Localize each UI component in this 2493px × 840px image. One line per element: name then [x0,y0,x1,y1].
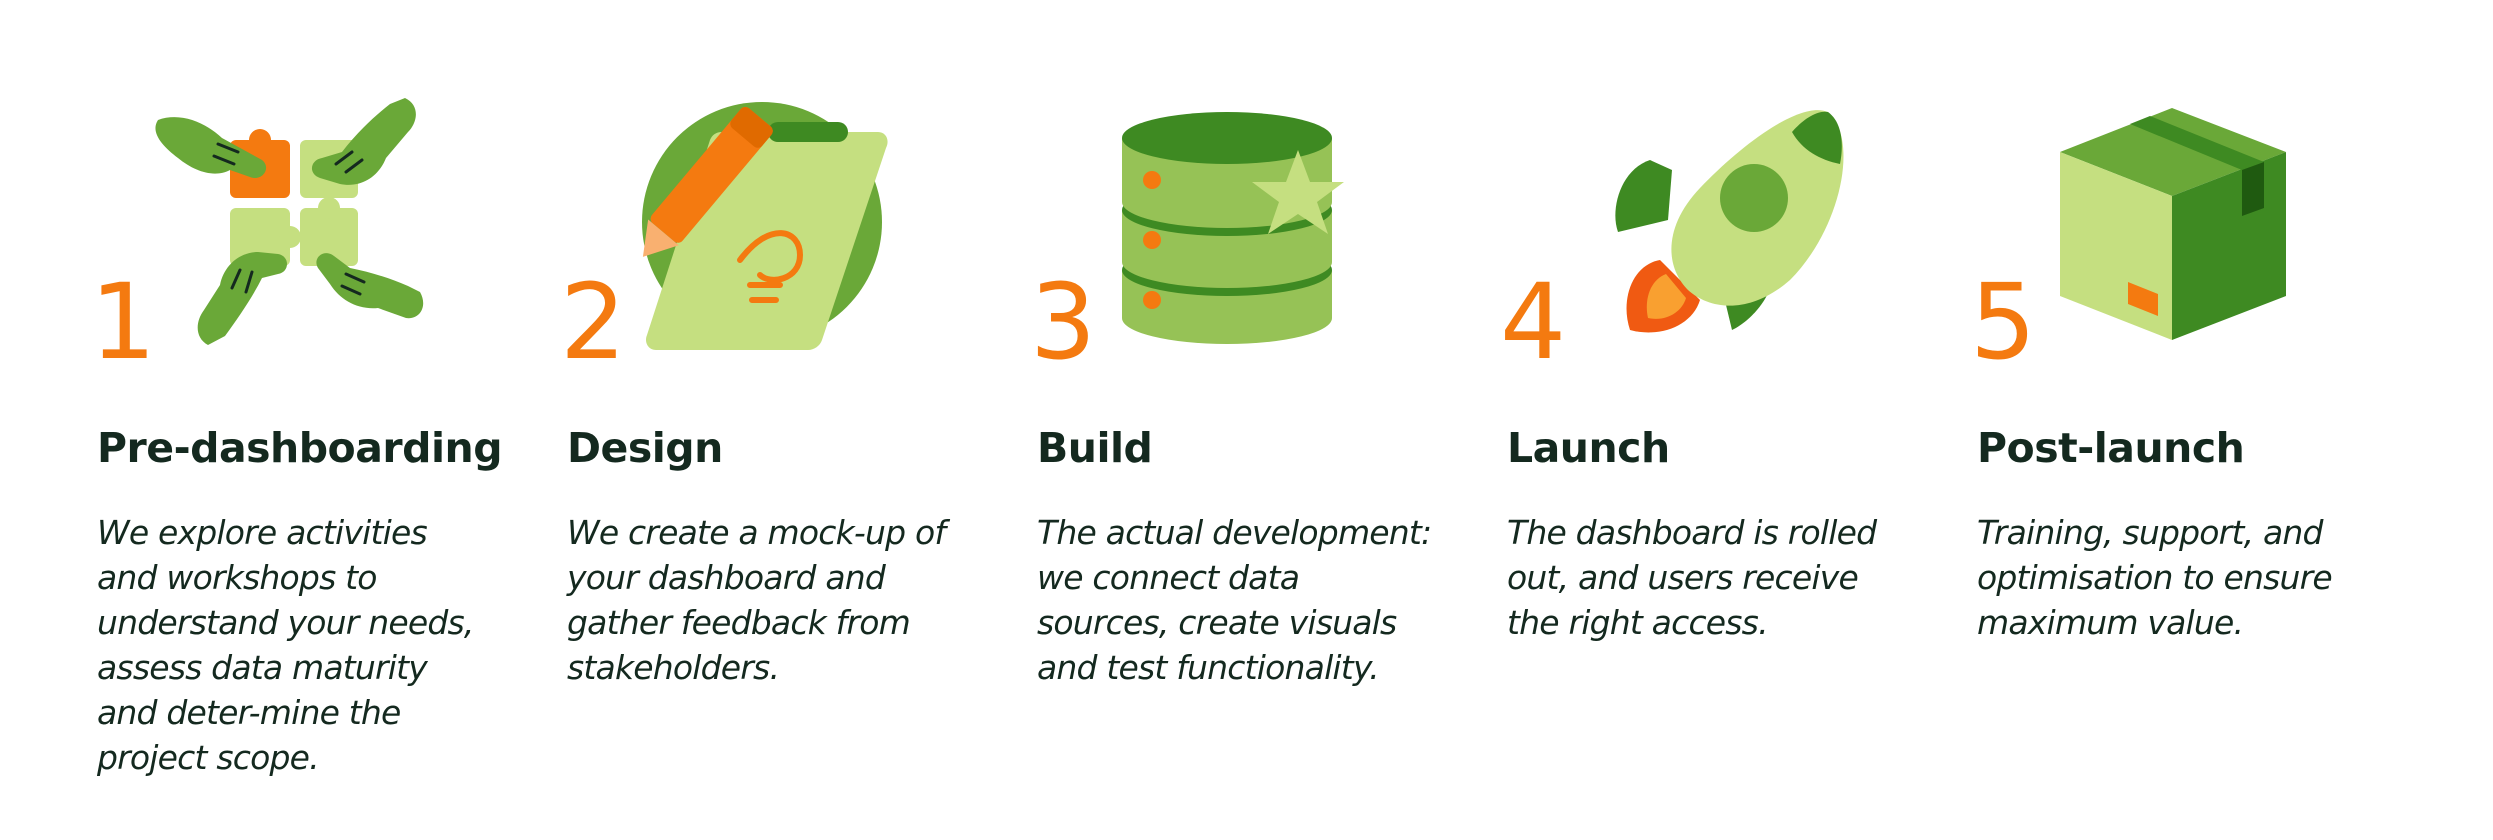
step-number: 3 [1030,261,1096,383]
step-pre-dashboarding: 1 Pre-dashboarding We explore activities… [0,0,503,840]
rocket-icon [1410,60,1870,380]
puzzle-hands-icon [0,60,460,380]
step-description: Training, support, and optimisation to e… [1977,513,2333,642]
package-box-icon [1880,60,2340,380]
step-description: The dashboard is rolled out, and users r… [1507,513,1877,642]
step-description: We explore activities and workshops to u… [97,513,474,777]
step-number: 4 [1500,261,1566,383]
step-title: Pre-dashboarding [97,424,503,472]
step-title: Launch [1507,424,1670,472]
step-title: Design [567,424,723,472]
clipboard-pencil-icon [470,60,930,380]
step-launch: 4 Launch The dashboard is rolled out, an… [1410,0,1877,840]
database-star-icon [940,60,1400,380]
step-title: Post-launch [1977,424,2245,472]
step-build: 3 Build The actual development: we conne… [940,0,1432,840]
step-number: 5 [1970,261,2036,383]
step-number: 2 [560,261,626,383]
step-design: 2 Design We create a mock-up of your das… [470,0,946,840]
step-description: The actual development: we connect data … [1037,513,1432,687]
step-title: Build [1037,424,1153,472]
step-number: 1 [90,261,156,383]
step-description: We create a mock-up of your dashboard an… [567,513,946,687]
step-post-launch: 5 Post-launch Training, support, and opt… [1880,0,2340,840]
